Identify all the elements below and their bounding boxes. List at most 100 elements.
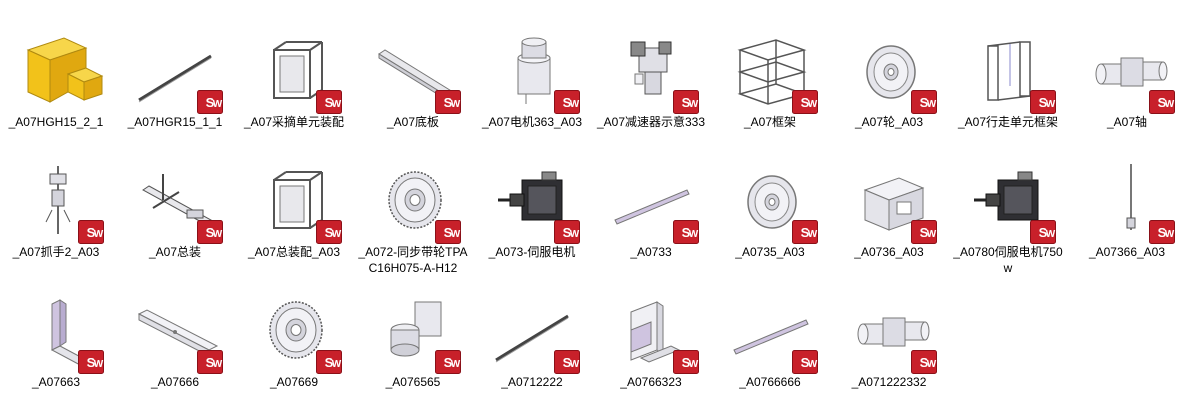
svg-text:S: S <box>325 225 334 240</box>
thin-rod-icon <box>1126 164 1136 230</box>
file-item[interactable]: S W _A07采摘单元装配 <box>238 12 350 140</box>
file-item[interactable]: S W _A0780伺服电机750w <box>952 142 1064 275</box>
file-item[interactable]: S W _A0736_A03 <box>833 142 945 270</box>
file-label: _A073-伺服电机 <box>488 245 576 259</box>
svg-text:S: S <box>206 355 215 370</box>
file-item[interactable]: S W _A071222332 <box>833 272 945 400</box>
file-item[interactable]: S W _A0712222 <box>476 272 588 400</box>
rail-rod-icon <box>495 314 569 363</box>
block-bracket-icon <box>863 177 925 231</box>
svg-text:S: S <box>920 225 929 240</box>
svg-text:S: S <box>563 355 572 370</box>
file-item[interactable]: S W _A07框架 <box>714 12 826 140</box>
solidworks-badge: S W <box>554 220 580 244</box>
svg-text:W: W <box>332 99 342 110</box>
file-item[interactable]: S W _A07669 <box>238 272 350 400</box>
file-item[interactable]: S W _A07减速器示意333 <box>595 12 707 140</box>
file-item[interactable]: S W _A07总装配_A03 <box>238 142 350 270</box>
file-label: _A0736_A03 <box>854 245 924 259</box>
solidworks-badge: S W <box>316 90 342 114</box>
solidworks-badge: S W <box>435 90 461 114</box>
file-item[interactable]: S W _A07底板 <box>357 12 469 140</box>
file-item[interactable]: S W _A07抓手2_A03 <box>0 142 112 270</box>
frame-assembly-icon <box>273 171 323 229</box>
solidworks-badge: S W <box>78 220 104 244</box>
svg-text:W: W <box>808 229 818 240</box>
rail-rod-icon <box>138 54 212 103</box>
file-thumbnail <box>6 20 106 112</box>
gripper-icon <box>45 166 71 234</box>
file-label: _A07采摘单元装配 <box>243 115 345 129</box>
file-item[interactable]: S W _A072-同步带轮TPAC16H075-A-H12 <box>357 142 469 275</box>
file-item[interactable]: S W _A07HGR15_1_1 <box>119 12 231 140</box>
svg-text:W: W <box>927 229 937 240</box>
svg-text:S: S <box>920 355 929 370</box>
l-bracket-icon <box>630 301 681 363</box>
flat-bar-icon <box>614 189 690 225</box>
file-thumbnail: S W <box>125 20 225 114</box>
svg-text:S: S <box>801 225 810 240</box>
file-item[interactable]: S W _A07666 <box>119 272 231 400</box>
file-label: _A07总装配_A03 <box>247 245 341 259</box>
file-item[interactable]: S W _A0766666 <box>714 272 826 400</box>
svg-text:W: W <box>213 99 223 110</box>
svg-text:S: S <box>1039 95 1048 110</box>
file-label: _A07663 <box>31 375 81 389</box>
file-label: _A07366_A03 <box>1088 245 1166 259</box>
folder-block-icon <box>26 37 104 103</box>
solidworks-badge: S W <box>792 90 818 114</box>
file-item[interactable]: S W _A0733 <box>595 142 707 270</box>
file-thumbnail: S W <box>125 280 225 374</box>
svg-text:W: W <box>570 359 580 370</box>
svg-text:W: W <box>213 229 223 240</box>
file-label: _A07总装 <box>148 245 202 259</box>
file-item[interactable]: _A07HGH15_2_1 <box>0 12 112 140</box>
solidworks-badge: S W <box>78 350 104 374</box>
file-thumbnail: S W <box>482 20 582 114</box>
file-item[interactable]: S W _A0766323 <box>595 272 707 400</box>
svg-text:W: W <box>689 359 699 370</box>
solidworks-badge: S W <box>1030 90 1056 114</box>
file-item[interactable]: S W _A07行走单元框架 <box>952 12 1064 140</box>
solidworks-badge-icon: S W <box>554 350 580 374</box>
file-item[interactable]: S W _A073-伺服电机 <box>476 142 588 270</box>
file-thumbnail: S W <box>482 280 582 374</box>
file-item[interactable]: S W _A07轮_A03 <box>833 12 945 140</box>
svg-text:W: W <box>1046 229 1056 240</box>
file-thumbnail: S W <box>720 150 820 244</box>
timing-pulley-icon <box>269 301 323 359</box>
solidworks-badge-icon: S W <box>1149 220 1175 244</box>
file-item[interactable]: S W _A07总装 <box>119 142 231 270</box>
wheel-icon <box>866 45 916 99</box>
file-thumbnail: S W <box>958 20 1058 114</box>
file-label: _A07行走单元框架 <box>957 115 1059 129</box>
file-thumbnail: S W <box>601 20 701 114</box>
solidworks-badge: S W <box>911 220 937 244</box>
file-item[interactable]: S W _A07轴 <box>1071 12 1183 140</box>
solidworks-badge-icon: S W <box>435 90 461 114</box>
file-label: _A07电机363_A03 <box>481 115 583 129</box>
svg-text:W: W <box>1165 99 1175 110</box>
file-item[interactable]: S W _A07663 <box>0 272 112 400</box>
file-thumbnail: S W <box>601 150 701 244</box>
svg-text:W: W <box>689 99 699 110</box>
file-label: _A07抓手2_A03 <box>12 245 100 259</box>
file-item[interactable]: S W _A076565 <box>357 272 469 400</box>
svg-text:S: S <box>325 355 334 370</box>
shaft-icon <box>1095 57 1168 87</box>
file-thumbnail: S W <box>839 150 939 244</box>
file-thumbnail: S W <box>482 150 582 244</box>
solidworks-badge: S W <box>1149 90 1175 114</box>
solidworks-badge-icon: S W <box>911 350 937 374</box>
svg-text:S: S <box>682 355 691 370</box>
file-item[interactable]: S W _A0735_A03 <box>714 142 826 270</box>
solidworks-badge: S W <box>554 350 580 374</box>
solidworks-badge-icon: S W <box>1149 90 1175 114</box>
file-item[interactable]: S W _A07366_A03 <box>1071 142 1183 270</box>
file-item[interactable]: S W _A07电机363_A03 <box>476 12 588 140</box>
file-label: _A0712222 <box>501 375 563 389</box>
svg-text:W: W <box>451 229 461 240</box>
svg-text:W: W <box>451 359 461 370</box>
svg-text:S: S <box>87 225 96 240</box>
